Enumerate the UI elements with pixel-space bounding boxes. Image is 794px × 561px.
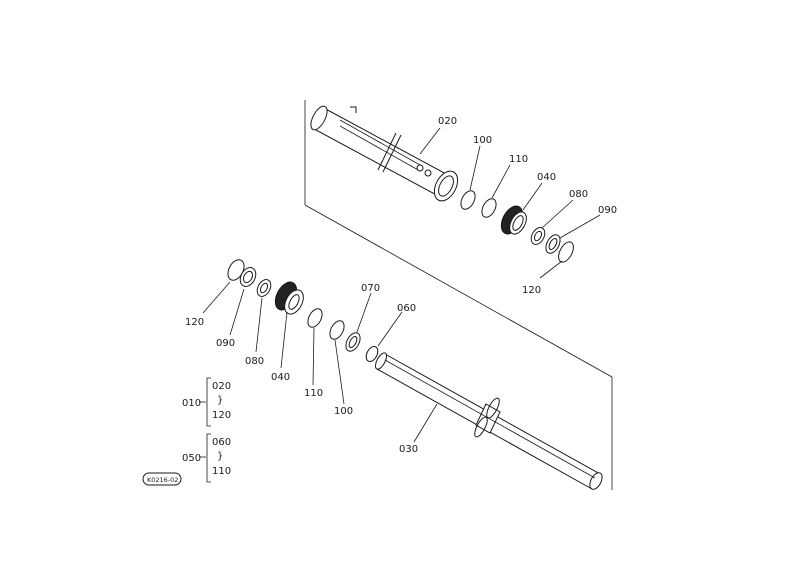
top-piston-040 [500,205,527,235]
label-bottom-080: 080 [245,356,264,367]
top-ring-100 [460,190,476,210]
label-top-090: 090 [598,205,617,216]
bottom-ring-070 [345,332,361,352]
label-bottom-090: 090 [216,338,235,349]
reference-code: K0216-02 [147,476,178,484]
label-bottom-060: 060 [397,303,416,314]
label-top-080: 080 [569,189,588,200]
legend-010-sep: } [217,395,223,406]
assembly-frame [304,100,613,490]
bottom-ring-100 [329,320,345,340]
legend-010-to: 120 [212,410,231,421]
label-bottom-040: 040 [271,372,290,383]
piston-rod-030 [374,352,603,490]
legend-group-010: 010 020 } 120 [182,377,231,427]
cylinder-tube-020 [310,105,459,202]
bottom-piston-040 [274,281,304,315]
label-bottom-070: 070 [361,283,380,294]
label-top-100: 100 [473,135,492,146]
legend-010-label: 010 [182,398,201,409]
label-bottom-120: 120 [185,317,204,328]
legend-050-from: 060 [212,437,231,448]
label-top-020: 020 [438,116,457,127]
top-ring-110 [481,198,497,218]
bottom-ring-090 [239,267,257,287]
bottom-ring-080 [256,279,272,297]
label-top-110: 110 [509,154,528,165]
legend-050-label: 050 [182,453,201,464]
top-leader-lines [419,127,601,279]
bottom-leader-lines [202,281,438,443]
top-ring-090 [545,234,561,254]
legend-010-from: 020 [212,381,231,392]
label-top-120: 120 [522,285,541,296]
top-ring-080 [530,227,546,245]
legend-050-sep: } [217,451,223,462]
label-bottom-030: 030 [399,444,418,455]
label-bottom-110: 110 [304,388,323,399]
label-bottom-100: 100 [334,406,353,417]
legend-group-050: 050 060 } 110 [182,433,231,483]
label-top-040: 040 [537,172,556,183]
bottom-ring-060 [365,346,379,362]
bottom-ring-110 [307,308,323,328]
reference-badge: K0216-02 [142,472,182,486]
legend-050-to: 110 [212,466,231,477]
